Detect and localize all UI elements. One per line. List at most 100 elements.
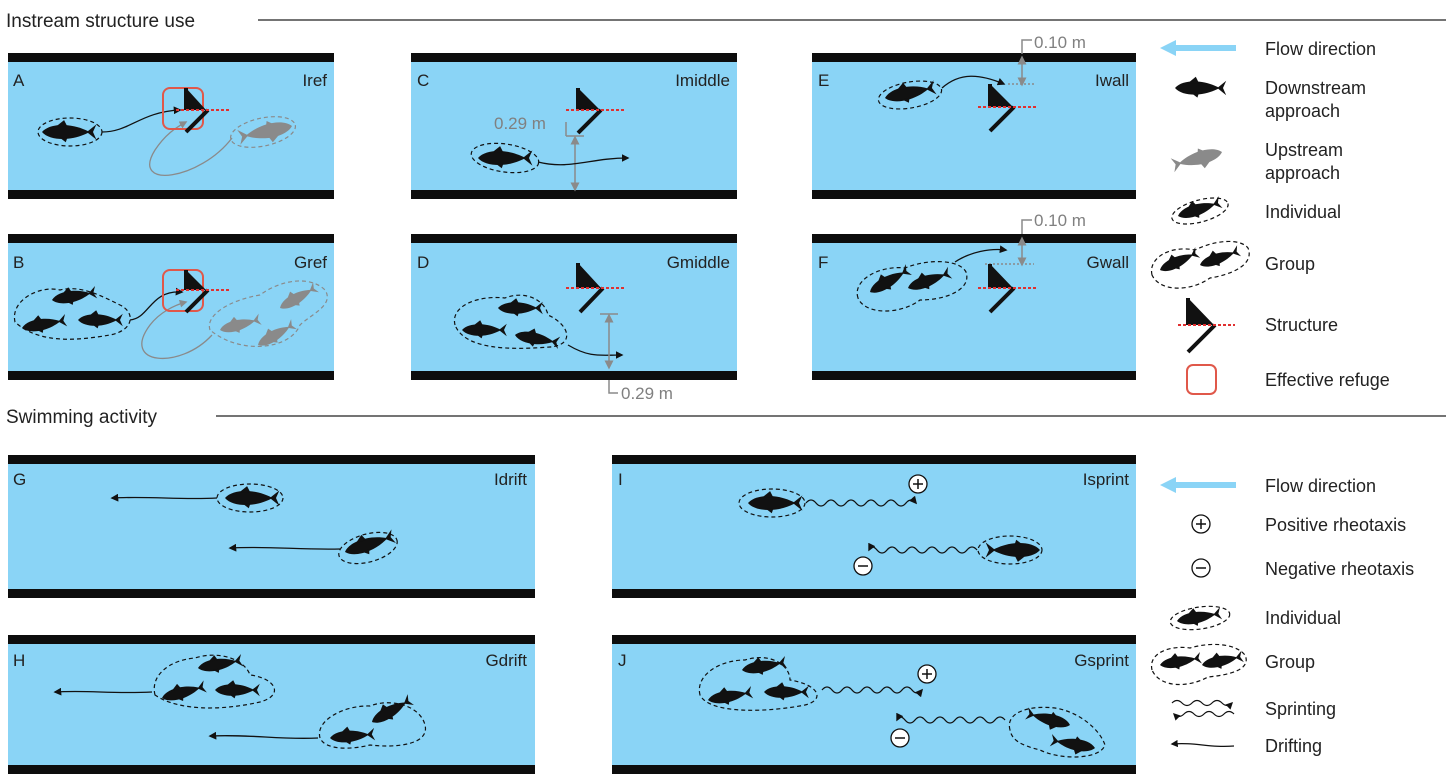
panel-letter: D: [417, 253, 429, 272]
bottom-wall: [8, 190, 334, 199]
panel-C-content: 0.29 m: [470, 88, 630, 192]
water-area: [411, 234, 737, 380]
water-area: [612, 455, 1136, 598]
panel-E: E Iwall: [818, 71, 1129, 90]
legend-label: approach: [1265, 101, 1340, 121]
panel-F-background: [812, 234, 1136, 380]
panel-title: Gmiddle: [667, 253, 730, 272]
panel-J-background: [612, 635, 1136, 774]
individual-fish-icon: [1174, 192, 1224, 224]
panel-B-background: [8, 234, 334, 380]
bottom-wall: [8, 765, 535, 774]
top-wall: [8, 234, 334, 243]
panel-J-content: [698, 652, 1106, 758]
legend-item-negative: Negative rheotaxis: [1191, 558, 1414, 579]
legend-label: Individual: [1265, 608, 1341, 628]
dimension-label: 0.29 m: [621, 384, 673, 403]
panel-letter: C: [417, 71, 429, 90]
top-wall: [8, 53, 334, 62]
panel-I-background: [612, 455, 1136, 598]
legend-item-sprinting: Sprinting: [1171, 699, 1336, 721]
panel-H-background: [8, 635, 535, 774]
fish-downstream-icon: [1175, 76, 1227, 98]
panel-title: Idrift: [494, 470, 527, 489]
panel-title: Iwall: [1095, 71, 1129, 90]
panel-G: G Idrift: [13, 470, 527, 489]
legend-item-positive: Positive rheotaxis: [1191, 514, 1406, 535]
bottom-wall: [612, 765, 1136, 774]
panel-D-background: [411, 234, 737, 380]
flow-arrow-icon: [1160, 477, 1236, 493]
top-wall: [411, 234, 737, 243]
bottom-wall: [411, 371, 737, 380]
legend-item-drifting: Drifting: [1170, 736, 1322, 756]
panel-title: Isprint: [1083, 470, 1130, 489]
panel-letter: J: [618, 651, 627, 670]
individual-fish-icon: [1175, 603, 1223, 630]
panel-H-content: [53, 650, 426, 749]
panel-letter: F: [818, 253, 828, 272]
water-area: [8, 455, 535, 598]
sprinting-icon: [1171, 699, 1234, 710]
legend-label: Individual: [1265, 202, 1341, 222]
structure-icon: [566, 263, 625, 314]
dimension-label: 0.29 m: [494, 114, 546, 133]
legend-label: Structure: [1265, 315, 1338, 335]
group-fish-icon: [1200, 647, 1245, 673]
panel-F: F Gwall: [818, 253, 1129, 272]
top-wall: [8, 635, 535, 644]
legend-item-upstream: Upstream approach: [1170, 140, 1343, 183]
structure-icon: [176, 88, 230, 134]
legend-item-downstream: Downstream approach: [1175, 76, 1366, 121]
bottom-wall: [812, 371, 1136, 380]
legend-label: Positive rheotaxis: [1265, 515, 1406, 535]
top-wall: [812, 234, 1136, 243]
panel-I-content: [738, 474, 1043, 576]
panel-title: Gsprint: [1074, 651, 1129, 670]
legend-item-individual: Individual: [1171, 192, 1341, 225]
panel-letter: B: [13, 253, 24, 272]
panel-F-content: 0.10 m: [856, 211, 1086, 314]
panel-G-content: [110, 483, 398, 565]
bottom-wall: [612, 589, 1136, 598]
legend-item-flow: Flow direction: [1160, 39, 1376, 59]
water-area: [8, 635, 535, 774]
top-wall: [411, 53, 737, 62]
legend-item-individual: Individual: [1169, 603, 1341, 631]
panel-D-content: 0.29 m: [453, 263, 673, 403]
bottom-wall: [8, 371, 334, 380]
section-title-swimming-activity: Swimming activity: [6, 407, 157, 428]
bottom-wall: [411, 190, 737, 199]
panel-G-background: [8, 455, 535, 598]
structure-icon: [978, 84, 1036, 133]
legend-structure-use: Flow direction Downstream approach Upstr…: [1150, 39, 1390, 395]
panel-title: Gdrift: [485, 651, 527, 670]
panel-title: Imiddle: [675, 71, 730, 90]
dimension-label: 0.10 m: [1034, 33, 1086, 52]
legend-label: Effective refuge: [1265, 370, 1390, 390]
panel-I: I Isprint: [618, 470, 1129, 489]
group-fish-icon: [1156, 244, 1201, 278]
legend-label: Group: [1265, 254, 1315, 274]
bottom-wall: [812, 190, 1136, 199]
legend-item-refuge: Effective refuge: [1186, 364, 1390, 395]
legend-swimming-activity: Flow direction Positive rheotaxis Negati…: [1151, 476, 1414, 756]
panel-title: Gref: [294, 253, 327, 272]
structure-icon: [978, 264, 1036, 314]
section-title-structure-use: Instream structure use: [6, 11, 195, 32]
legend-label: Sprinting: [1265, 699, 1336, 719]
panel-C: C Imiddle: [417, 71, 730, 90]
panel-E-background: [812, 53, 1136, 199]
structure-icon: [566, 88, 625, 135]
water-area: [812, 53, 1136, 199]
legend-label: Upstream: [1265, 140, 1343, 160]
top-wall: [612, 635, 1136, 644]
panel-letter: A: [13, 71, 25, 90]
panel-title: Iref: [302, 71, 327, 90]
legend-item-group: Group: [1150, 240, 1315, 289]
legend-label: Flow direction: [1265, 476, 1376, 496]
legend-label: Negative rheotaxis: [1265, 559, 1414, 579]
panel-D: D Gmiddle: [417, 253, 730, 272]
legend-label: Downstream: [1265, 78, 1366, 98]
